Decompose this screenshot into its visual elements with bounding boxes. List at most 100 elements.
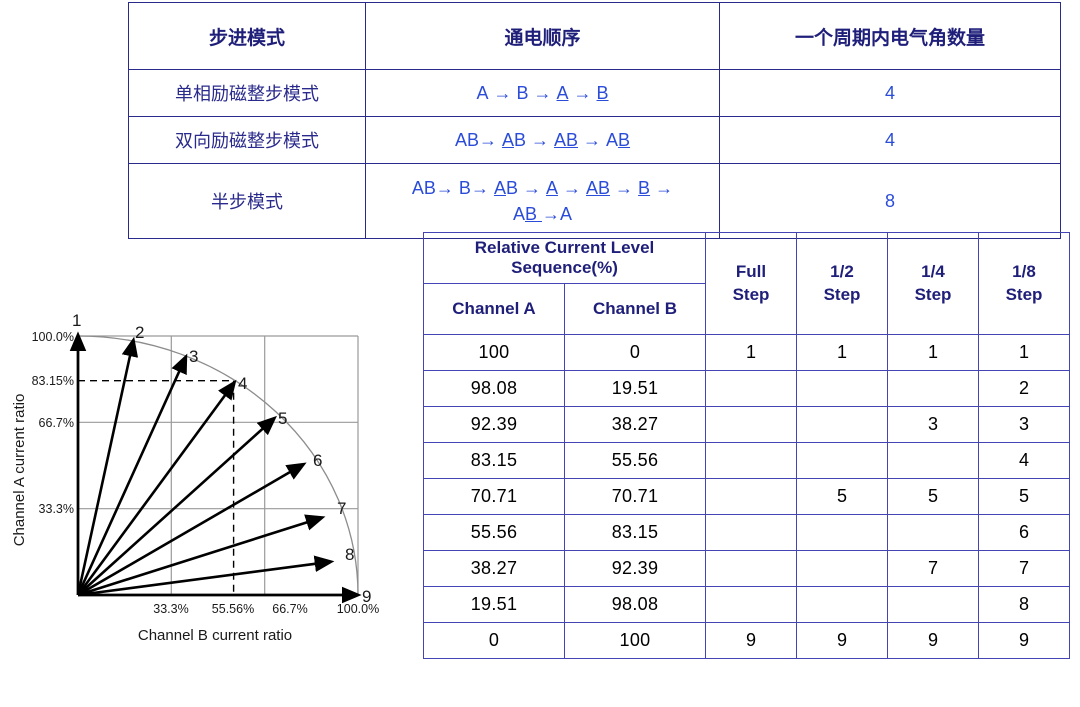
y-tick-0: 100.0%	[32, 330, 74, 344]
vector-7	[77, 514, 326, 597]
table-row: 0 100 9 9 9 9	[423, 622, 1070, 659]
header-stepping-mode: 步进模式	[128, 2, 366, 70]
table-row: 55.56 83.15 6	[423, 514, 1070, 551]
vector-label-1: 1	[72, 311, 81, 330]
cell-full-step	[705, 370, 797, 407]
vector-label-5: 5	[278, 409, 287, 428]
x-tick-labels: 33.3% 55.56% 66.7% 100.0%	[153, 602, 379, 616]
cell-full-step: 1	[705, 334, 797, 371]
mode-name-single-phase: 单相励磁整步模式	[128, 69, 366, 117]
cell-quarter-step: 1	[887, 334, 979, 371]
cell-quarter-step	[887, 370, 979, 407]
cell-channel-b: 100	[564, 622, 706, 659]
mode-name-dual-phase: 双向励磁整步模式	[128, 116, 366, 164]
sequence-table-body: 100 0 1 1 1 1 98.08 19.51 2 92.39 38.27 …	[423, 334, 1070, 659]
cell-half-step: 5	[796, 478, 888, 515]
current-vectors	[69, 331, 362, 604]
x-tick-2: 66.7%	[272, 602, 307, 616]
table-row: 半步模式 AB→ B→ AB → A → AB → B →AB →A 8	[128, 163, 1061, 239]
cell-eighth-step: 6	[978, 514, 1070, 551]
cell-half-step	[796, 442, 888, 479]
cell-channel-a: 98.08	[423, 370, 565, 407]
cell-half-step	[796, 550, 888, 587]
cell-channel-a: 55.56	[423, 514, 565, 551]
vector-label-4: 4	[238, 374, 247, 393]
table-row: 92.39 38.27 3 3	[423, 406, 1070, 443]
cell-eighth-step: 2	[978, 370, 1070, 407]
header-electrical-angle-count: 一个周期内电气角数量	[719, 2, 1061, 70]
cell-eighth-step: 3	[978, 406, 1070, 443]
x-axis-title: Channel B current ratio	[138, 627, 292, 644]
y-tick-labels: 100.0% 83.15% 66.7% 33.3%	[32, 330, 74, 516]
vector-8	[77, 555, 335, 597]
cell-eighth-step: 7	[978, 550, 1070, 587]
cell-eighth-step: 4	[978, 442, 1070, 479]
table-row: 双向励磁整步模式 AB→ AB → AB → AB 4	[128, 116, 1061, 164]
vector-3	[76, 353, 188, 596]
vector-6	[77, 462, 307, 597]
mode-name-half-step: 半步模式	[128, 163, 366, 239]
cell-full-step	[705, 586, 797, 623]
table-row: 19.51 98.08 8	[423, 586, 1070, 623]
table-row: 83.15 55.56 4	[423, 442, 1070, 479]
cell-channel-b: 19.51	[564, 370, 706, 407]
vector-5	[77, 415, 277, 596]
y-tick-3: 33.3%	[39, 502, 74, 516]
vector-2	[76, 336, 139, 596]
cell-full-step	[705, 406, 797, 443]
unit-circle-arc	[77, 335, 359, 596]
cell-channel-a: 92.39	[423, 406, 565, 443]
x-tick-1: 55.56%	[212, 602, 254, 616]
header-channel-a: Channel A	[423, 283, 565, 335]
table-header-row: 步进模式 通电顺序 一个周期内电气角数量	[128, 2, 1061, 70]
cell-channel-b: 83.15	[564, 514, 706, 551]
header-relative-current-level-sequence: Relative Current Level Sequence(%)	[423, 232, 706, 284]
cell-quarter-step	[887, 514, 979, 551]
y-tick-1: 83.15%	[32, 374, 74, 388]
cell-half-step	[796, 514, 888, 551]
cell-full-step	[705, 442, 797, 479]
cell-quarter-step: 5	[887, 478, 979, 515]
grid-lines	[78, 335, 359, 595]
stepping-mode-table: 步进模式 通电顺序 一个周期内电气角数量 单相励磁整步模式 A → B → A …	[128, 2, 1061, 239]
cell-channel-a: 100	[423, 334, 565, 371]
sequence-dual-phase: AB→ AB → AB → AB	[365, 116, 720, 164]
cell-quarter-step: 9	[887, 622, 979, 659]
cell-channel-b: 55.56	[564, 442, 706, 479]
y-tick-2: 66.7%	[39, 416, 74, 430]
x-tick-3: 100.0%	[337, 602, 379, 616]
cell-full-step	[705, 550, 797, 587]
vector-4	[76, 379, 237, 596]
cell-half-step	[796, 370, 888, 407]
count-half-step: 8	[719, 163, 1061, 239]
cell-quarter-step	[887, 586, 979, 623]
sequence-single-phase: A → B → A → B	[365, 69, 720, 117]
cell-channel-a: 83.15	[423, 442, 565, 479]
table-row: 70.71 70.71 5 5 5	[423, 478, 1070, 515]
vector-number-labels: 1 2 3 4 5 6 7 8 9	[72, 311, 371, 606]
cell-eighth-step: 8	[978, 586, 1070, 623]
cell-eighth-step: 5	[978, 478, 1070, 515]
x-tick-0: 33.3%	[153, 602, 188, 616]
vector-label-6: 6	[313, 451, 322, 470]
vector-label-8: 8	[345, 545, 354, 564]
cell-full-step: 9	[705, 622, 797, 659]
vector-label-9: 9	[362, 587, 371, 606]
table-header-row-2: Channel A Channel B	[423, 283, 1070, 335]
cell-half-step: 1	[796, 334, 888, 371]
header-energize-sequence: 通电顺序	[365, 2, 720, 70]
cell-eighth-step: 1	[978, 334, 1070, 371]
vector-label-7: 7	[337, 499, 346, 518]
table-row: 单相励磁整步模式 A → B → A → B 4	[128, 69, 1061, 117]
table-row: 38.27 92.39 7 7	[423, 550, 1070, 587]
cell-channel-a: 19.51	[423, 586, 565, 623]
cell-channel-b: 0	[564, 334, 706, 371]
header-channel-b: Channel B	[564, 283, 706, 335]
cell-full-step	[705, 478, 797, 515]
cell-channel-b: 38.27	[564, 406, 706, 443]
